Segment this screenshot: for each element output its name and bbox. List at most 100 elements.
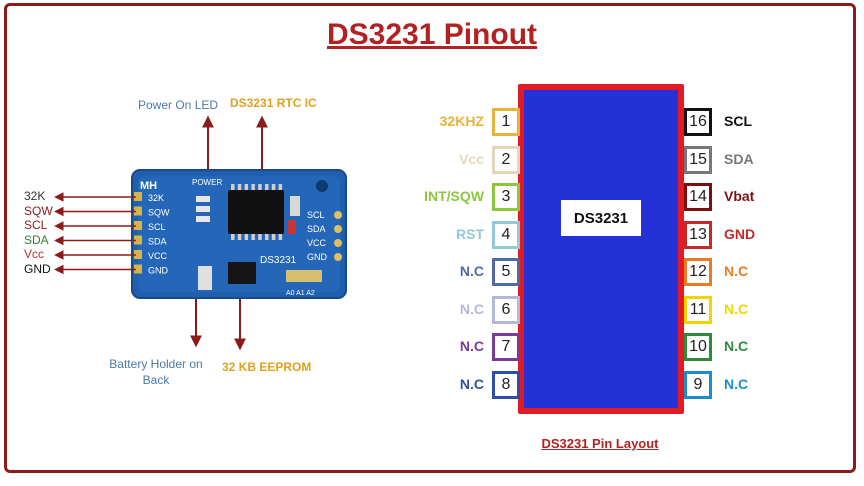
resistor-array bbox=[198, 266, 212, 290]
board-pin-text: GND bbox=[148, 266, 169, 276]
chip-pin-15: 15 bbox=[684, 145, 712, 174]
header-pin bbox=[134, 221, 142, 230]
diode bbox=[288, 220, 296, 234]
chip-pin-7: 7 bbox=[492, 333, 520, 361]
rtc-ic-label: DS3231 RTC IC bbox=[230, 96, 317, 110]
chip-leg bbox=[237, 234, 242, 240]
chip-pin-2: 2 bbox=[492, 145, 520, 174]
module-pin-label: GND bbox=[24, 261, 51, 276]
pin-number: 1 bbox=[501, 113, 511, 130]
chip-leg bbox=[278, 184, 283, 190]
module-pin-label: Vcc bbox=[24, 247, 45, 261]
chip-pin-label: SDA bbox=[724, 150, 754, 167]
pin-number: 2 bbox=[501, 150, 511, 168]
board-pin-text: SCL bbox=[307, 210, 325, 220]
chip-pin-label: RST bbox=[456, 225, 484, 242]
pin-number: 15 bbox=[689, 150, 707, 168]
chip-leg bbox=[265, 234, 269, 240]
board-pin-text: VCC bbox=[307, 238, 327, 248]
board-pin-text: 32K bbox=[148, 193, 164, 203]
pin-number: 4 bbox=[501, 225, 511, 243]
pin-number: 11 bbox=[689, 300, 707, 318]
pin-number: 10 bbox=[689, 338, 707, 355]
pin-number: 13 bbox=[689, 225, 707, 243]
board-pin-text: GND bbox=[307, 252, 328, 262]
power-led-label: Power On LED bbox=[138, 98, 219, 112]
chip-leg bbox=[271, 234, 276, 240]
chip-leg bbox=[258, 234, 262, 240]
header-pad bbox=[334, 239, 342, 247]
pin-number: 14 bbox=[689, 188, 707, 205]
chip-pin-label: N.C bbox=[459, 338, 484, 354]
header-pin bbox=[134, 250, 142, 259]
resistor bbox=[196, 206, 210, 212]
chip-pin-label: N.C bbox=[459, 375, 484, 392]
board-power-label: POWER bbox=[192, 178, 222, 187]
chip-leg bbox=[258, 184, 262, 190]
board-pin-text: SDA bbox=[148, 237, 167, 247]
pin-number: 7 bbox=[501, 338, 511, 355]
chip-pin-8: 8 bbox=[492, 370, 520, 399]
resistor bbox=[196, 216, 210, 222]
chip-pin-label: N.C bbox=[724, 338, 749, 354]
header-pin bbox=[134, 206, 142, 216]
module-pin-label: SCL bbox=[24, 218, 48, 232]
chip-pin-label: N.C bbox=[724, 375, 749, 392]
battery-holder-line-1: Battery Holder on bbox=[109, 357, 203, 371]
chip-pin-10: 10 bbox=[684, 333, 712, 361]
pin-number: 8 bbox=[501, 375, 511, 393]
chip-pin-label: 32KHZ bbox=[439, 113, 484, 129]
pin-layout-caption: DS3231 Pin Layout bbox=[541, 436, 659, 451]
chip-leg bbox=[244, 184, 249, 190]
battery-holder-line-2: Back bbox=[142, 373, 170, 387]
chip-pin-label: Vbat bbox=[724, 188, 755, 204]
board-pin-text: SDA bbox=[307, 224, 326, 234]
board-logo: MH bbox=[140, 180, 157, 192]
module-pin-label: SDA bbox=[24, 232, 49, 247]
chip-pin-6: 6 bbox=[492, 295, 520, 324]
header-pad bbox=[334, 225, 342, 233]
board-pin-text: VCC bbox=[148, 251, 168, 261]
header-pin bbox=[134, 235, 142, 245]
chip-pin-label: N.C bbox=[459, 300, 484, 317]
pin-number: 6 bbox=[501, 300, 511, 318]
board-pin-text: SQW bbox=[148, 208, 170, 218]
chip-pin-12: 12 bbox=[684, 258, 712, 286]
address-pads bbox=[286, 270, 322, 282]
chip-pin-label: N.C bbox=[724, 263, 749, 279]
header-pad bbox=[334, 253, 342, 261]
pin-number: 9 bbox=[693, 375, 703, 393]
chip-pin-16: 16 bbox=[684, 108, 712, 136]
chip-pin-4: 4 bbox=[492, 220, 520, 249]
chip-pin-3: 3 bbox=[492, 183, 520, 211]
chip-pin-9: 9 bbox=[684, 370, 712, 399]
chip-pin-13: 13 bbox=[684, 220, 712, 249]
chip-leg bbox=[251, 184, 255, 190]
chip-leg bbox=[265, 184, 269, 190]
eeprom-label: 32 KB EEPROM bbox=[222, 360, 312, 374]
chip-leg bbox=[278, 234, 283, 240]
chip-pin-label: Vcc bbox=[459, 150, 484, 167]
chip-pin-label: INT/SQW bbox=[424, 188, 484, 204]
chip-pin-5: 5 bbox=[492, 258, 520, 286]
chip-leg bbox=[271, 184, 276, 190]
capacitor bbox=[290, 196, 300, 216]
chip-name-label: DS3231 bbox=[561, 200, 641, 236]
module-pin-label: 32K bbox=[24, 189, 46, 203]
header-pin bbox=[134, 192, 142, 201]
chip-leg bbox=[244, 234, 249, 240]
pin-number: 12 bbox=[689, 263, 707, 280]
chip-pin-1: 1 bbox=[492, 108, 520, 136]
chip-pin-14: 14 bbox=[684, 183, 712, 211]
rtc-chip bbox=[228, 190, 284, 234]
resistor bbox=[196, 196, 210, 202]
chip-die: DS3231 bbox=[524, 90, 678, 408]
chip-pin-label: N.C bbox=[459, 263, 484, 279]
board-chip-label: DS3231 bbox=[260, 255, 297, 266]
chip-leg bbox=[231, 234, 235, 240]
chip-pin-label: N.C bbox=[724, 300, 749, 317]
chip-leg bbox=[251, 234, 255, 240]
module-pin-label: SQW bbox=[24, 203, 53, 218]
chip-pin-11: 11 bbox=[684, 295, 712, 324]
